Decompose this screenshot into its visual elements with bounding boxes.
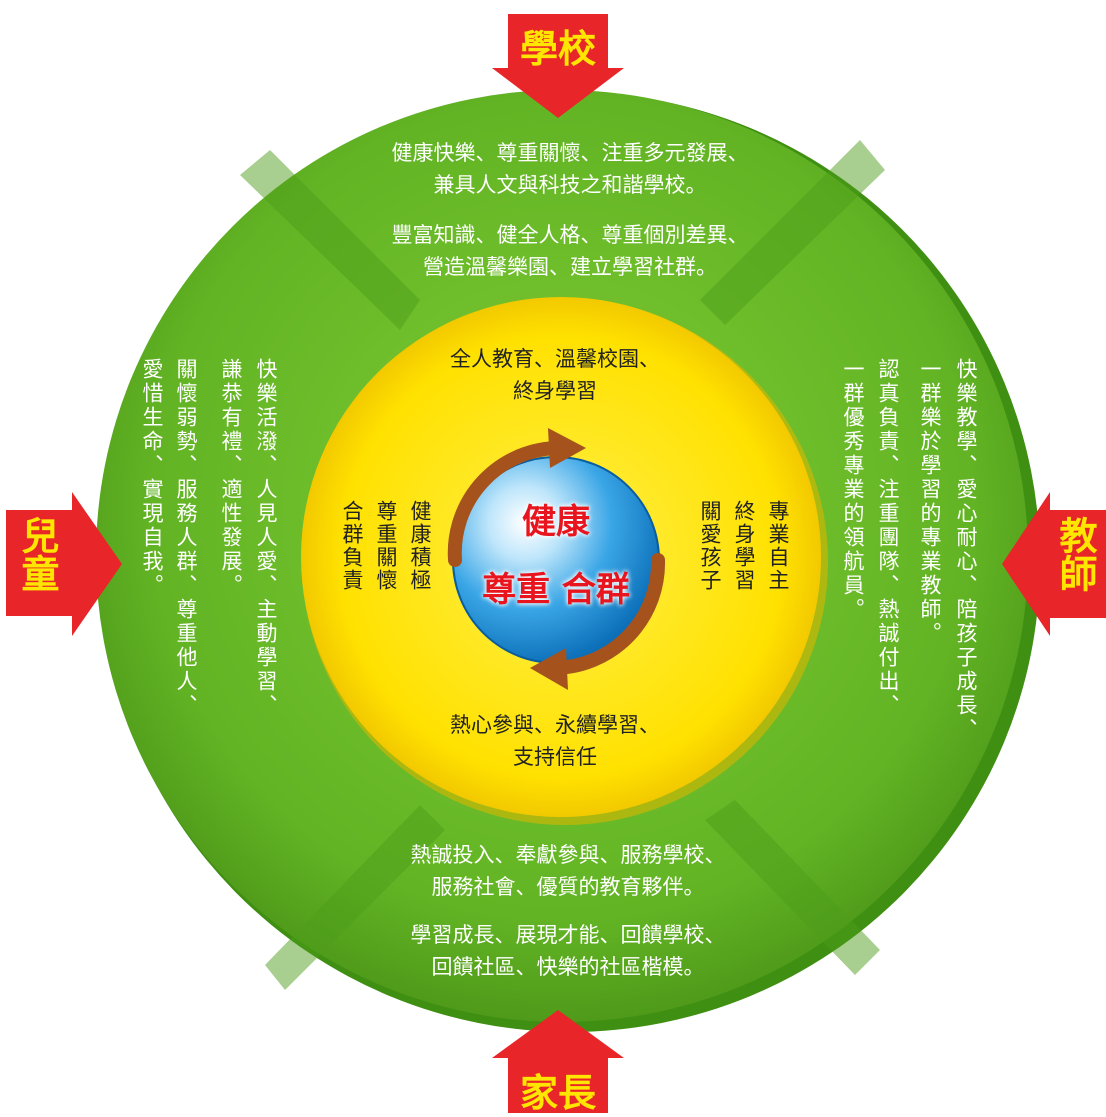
- parents-p1-line1: 熱誠投入、奉獻參與、服務學校、: [410, 843, 726, 867]
- arrow-parents: [492, 1010, 624, 1113]
- arrow-children: [6, 492, 122, 636]
- school-p2-line1: 豐富知識、健全人格、尊重個別差異、: [391, 223, 749, 247]
- parents-p2-line2: 回饋社區、快樂的社區楷模。: [431, 955, 705, 979]
- cycle-arrows: [447, 428, 666, 690]
- children-col2: 謙恭有禮、適性發展。: [219, 358, 243, 598]
- inner-right-col3: 關愛孩子: [698, 500, 722, 592]
- arrow-teachers: [1002, 492, 1106, 636]
- school-p2-line2: 營造溫馨樂園、建立學習社群。: [423, 255, 717, 279]
- arrow-label-parents: 家長: [519, 1071, 596, 1115]
- school-p1-line1: 健康快樂、尊重關懷、注重多元發展、: [391, 141, 749, 165]
- arrow-label-children: 兒童: [15, 516, 59, 592]
- quadrant-seams: [240, 140, 885, 990]
- inner-right-col2: 終身學習: [732, 500, 756, 592]
- children-col1: 快樂活潑、人見人愛、主動學習、: [254, 358, 278, 718]
- school-p1-line2: 兼具人文與科技之和諧學校。: [433, 173, 707, 197]
- arrow-school: [492, 14, 624, 118]
- parents-p2-line1: 學習成長、展現才能、回饋學校、: [410, 923, 726, 947]
- inner-bottom-line2: 支持信任: [513, 745, 597, 769]
- inner-left-col2: 尊重關懷: [374, 500, 398, 592]
- core-line2: 尊重 合群: [482, 570, 630, 610]
- teachers-col3: 認真負責、注重團隊、熱誠付出、: [876, 358, 900, 718]
- children-col3: 關懷弱勢、服務人群、尊重他人、: [174, 358, 198, 718]
- children-col4: 愛惜生命、實現自我。: [140, 358, 164, 598]
- teachers-col2: 一群樂於學習的專業教師。: [918, 358, 942, 646]
- inner-top-line1: 全人教育、溫馨校園、: [450, 347, 660, 371]
- inner-left-col3: 合群負責: [340, 500, 364, 592]
- teachers-col4: 一群優秀專業的領航員。: [841, 358, 865, 622]
- arrow-label-teachers: 教師: [1053, 516, 1097, 592]
- inner-bottom-line1: 熱心參與、永續學習、: [450, 713, 660, 737]
- inner-top-line2: 終身學習: [513, 379, 597, 403]
- arrow-label-school: 學校: [519, 27, 596, 71]
- parents-p1-line2: 服務社會、優質的教育夥伴。: [431, 875, 705, 899]
- inner-left-col1: 健康積極: [408, 500, 432, 592]
- teachers-col1: 快樂教學、愛心耐心、陪孩子成長、: [954, 358, 978, 742]
- inner-right-col1: 專業自主: [766, 500, 790, 592]
- core-line1: 健康: [522, 502, 590, 542]
